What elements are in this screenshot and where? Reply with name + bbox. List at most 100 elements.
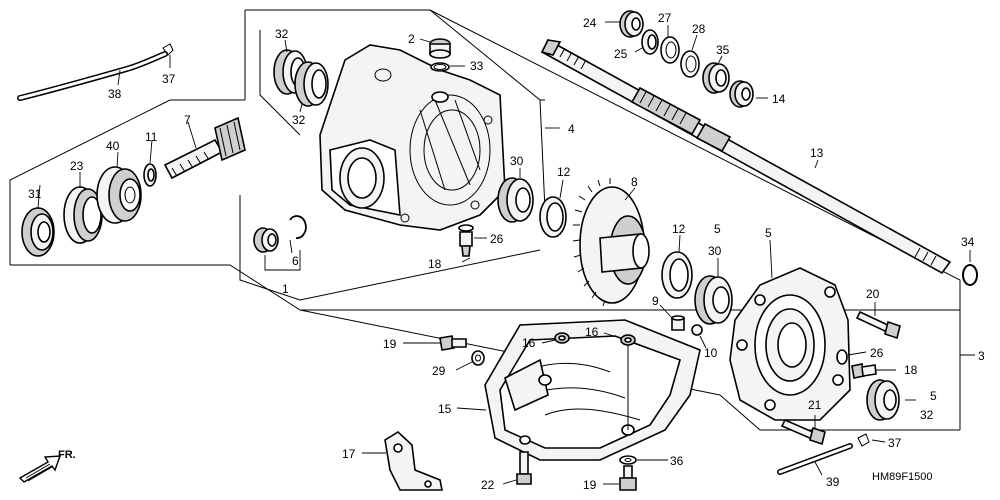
callout-28: 28	[692, 22, 706, 36]
callout-12-upper: 12	[557, 165, 571, 179]
callout-1: 1	[282, 282, 289, 296]
callout-32-top: 32	[275, 27, 289, 41]
callout-7: 7	[184, 113, 191, 127]
oil-seal-31	[21, 207, 55, 257]
oil-seal-32-right	[866, 379, 900, 421]
callout-10: 10	[704, 346, 718, 360]
washer-36	[619, 455, 637, 465]
callout-3: 3	[978, 349, 985, 363]
callout-24: 24	[583, 16, 597, 30]
pinion-gear-7	[163, 116, 246, 180]
callout-5-right: 5	[930, 389, 937, 403]
gear-case-housing-4	[319, 44, 506, 231]
callout-14: 14	[772, 92, 786, 106]
bolt-20	[855, 310, 901, 340]
callout-9: 9	[652, 294, 659, 308]
nut-24	[619, 10, 644, 38]
seal-ring-12-upper	[539, 196, 567, 238]
callout-31: 31	[28, 187, 42, 201]
callout-19-lower: 19	[583, 478, 597, 492]
o-ring-33	[430, 62, 450, 72]
collar-16-left	[554, 332, 570, 344]
shim-27	[660, 36, 680, 64]
callout-32-right: 32	[920, 408, 934, 422]
bracket-17	[384, 430, 443, 491]
washer-26-upper	[458, 224, 474, 232]
drain-bolt-18-upper	[459, 231, 473, 257]
callout-38: 38	[108, 87, 122, 101]
callout-11: 11	[145, 130, 158, 144]
callout-5-top: 5	[714, 222, 721, 236]
callout-25: 25	[614, 47, 628, 61]
callout-30-lower: 30	[708, 244, 722, 258]
washer-29	[471, 350, 485, 366]
callout-13: 13	[810, 146, 824, 160]
seal-ring-12-lower	[661, 251, 693, 299]
bearing-23	[63, 186, 103, 244]
clip-37-top	[162, 43, 174, 68]
washer-11	[143, 163, 157, 187]
callout-23: 23	[70, 159, 84, 173]
circlip-6	[289, 215, 307, 239]
callout-21: 21	[808, 398, 822, 412]
callout-32-mid: 32	[292, 113, 306, 127]
callout-37-top: 37	[162, 72, 176, 86]
axle-shaft-13	[540, 38, 952, 275]
callout-2: 2	[408, 32, 415, 46]
oil-seal-14	[729, 80, 754, 108]
group-outline-lines	[9, 9, 975, 431]
bearing-32-lower	[294, 61, 329, 107]
bearing-1	[253, 227, 279, 253]
callout-22: 22	[481, 478, 495, 492]
bearing-30-upper	[497, 177, 534, 223]
callout-29: 29	[432, 364, 446, 378]
callout-40: 40	[106, 139, 120, 153]
bolt-22	[516, 451, 532, 485]
callout-5-cover: 5	[765, 226, 772, 240]
callout-16-left: 16	[522, 336, 536, 350]
breather-tube-38	[17, 51, 168, 101]
callout-12-lower: 12	[672, 222, 686, 236]
washer-26-right	[836, 349, 848, 365]
filler-cap-2	[429, 38, 451, 59]
callout-26-upper: 26	[490, 232, 504, 246]
spacer-25	[641, 29, 659, 55]
callout-34: 34	[961, 235, 975, 249]
collar-9	[671, 315, 685, 331]
bolt-21	[780, 418, 826, 446]
callout-36: 36	[670, 454, 684, 468]
bolt-19-lower	[619, 465, 637, 491]
callout-8: 8	[631, 175, 638, 189]
callout-17: 17	[342, 447, 356, 461]
ring-gear-8	[572, 178, 650, 307]
callout-15: 15	[438, 402, 452, 416]
callout-33: 33	[470, 59, 484, 73]
drain-bolt-18-right	[851, 363, 877, 379]
callout-18-upper: 18	[428, 257, 442, 271]
callout-26-right: 26	[870, 346, 884, 360]
direction-label: FR.	[58, 449, 76, 461]
callout-37-right: 37	[888, 436, 902, 450]
circlip-34	[962, 264, 978, 286]
bearing-30-lower	[694, 275, 733, 325]
forward-arrow-icon	[18, 455, 62, 483]
collar-16-right	[620, 334, 636, 430]
breather-tube-39	[777, 443, 853, 475]
callout-35: 35	[716, 43, 730, 57]
callout-6: 6	[292, 254, 299, 268]
shim-28	[680, 50, 700, 78]
callout-18-right: 18	[904, 363, 918, 377]
callout-30-upper: 30	[510, 154, 524, 168]
callout-19-upper: 19	[383, 337, 397, 351]
bolt-19-upper	[439, 335, 467, 351]
bearing-40	[96, 166, 142, 224]
callout-16-right: 16	[585, 325, 599, 339]
clip-37-right	[857, 433, 870, 447]
diagram-code: HM89F1500	[872, 471, 933, 483]
callout-20: 20	[866, 287, 880, 301]
callout-27: 27	[658, 11, 672, 25]
callout-4: 4	[568, 122, 575, 136]
callout-39: 39	[826, 475, 840, 489]
dowel-pin-10	[691, 324, 703, 336]
